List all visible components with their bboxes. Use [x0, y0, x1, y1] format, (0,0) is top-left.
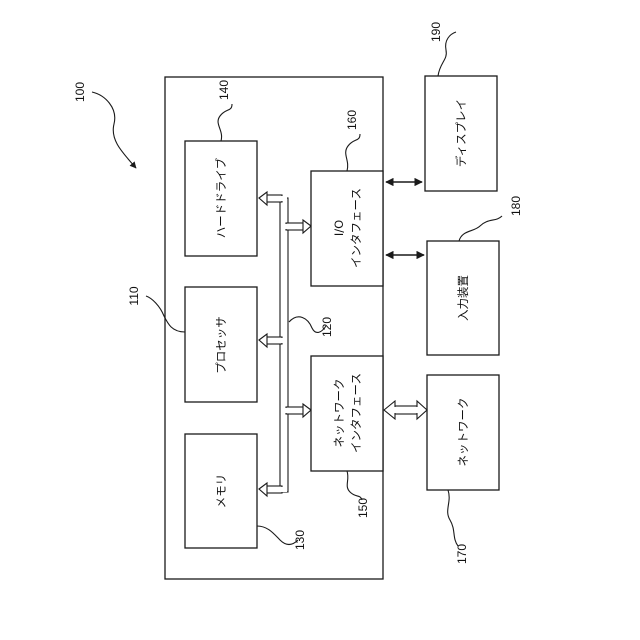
io-interface-label-line1: I/O: [332, 220, 346, 236]
ref-190: 190: [429, 22, 443, 42]
network-interface-label-line1: ネットワーク: [332, 379, 346, 448]
memory-label: メモリ: [214, 474, 228, 509]
processor-label: プロセッサ: [214, 316, 228, 374]
display-label: ディスプレイ: [454, 99, 468, 167]
io-interface-block: [311, 171, 383, 286]
ref-170: 170: [455, 544, 469, 564]
ref-140: 140: [217, 80, 231, 100]
ref-180: 180: [509, 196, 523, 216]
ref-100-arrow: [92, 92, 136, 168]
io-interface-label-line2: インタフェース: [349, 188, 363, 268]
ref-120: 120: [320, 317, 334, 337]
network-interface-label-line2: インタフェース: [349, 373, 363, 453]
ref-180-leader: [459, 216, 502, 241]
ref-100: 100: [73, 82, 87, 102]
network-label: ネットワーク: [456, 398, 470, 467]
ref-150: 150: [356, 498, 370, 518]
ref-170-leader: [448, 490, 458, 546]
netif-to-network-arrow: [384, 401, 427, 419]
input-device-label: 入力装置: [456, 275, 470, 321]
ref-130: 130: [293, 530, 307, 550]
ref-110: 110: [127, 286, 141, 305]
network-interface-block: [311, 356, 383, 471]
ref-160: 160: [345, 110, 359, 130]
hard-drive-label: ハードドライブ: [214, 157, 228, 238]
